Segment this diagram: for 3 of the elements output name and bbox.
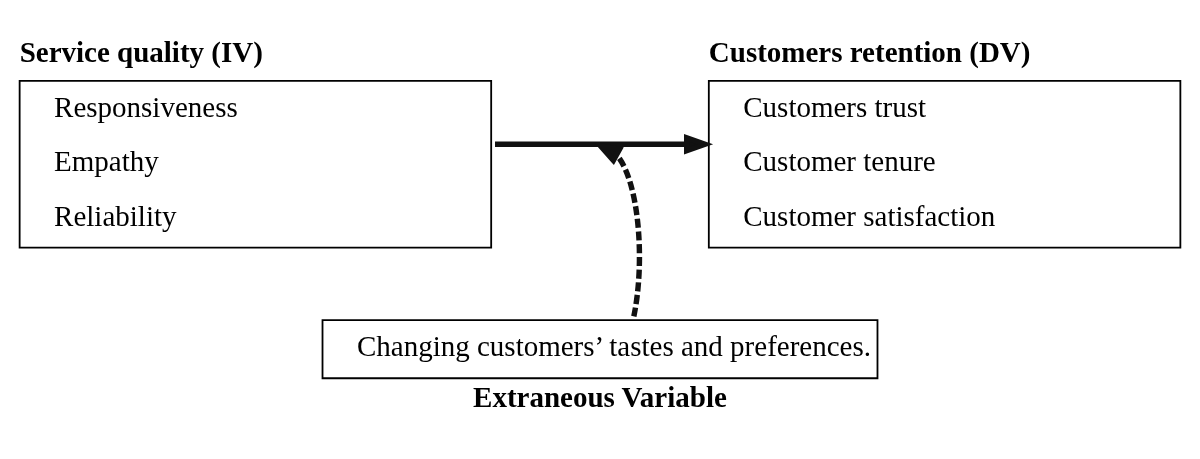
node-label: Service quality (IV) bbox=[19, 36, 263, 69]
node-label: Customers retention (DV) bbox=[708, 36, 1031, 69]
node-label: Extraneous Variable bbox=[473, 380, 727, 413]
